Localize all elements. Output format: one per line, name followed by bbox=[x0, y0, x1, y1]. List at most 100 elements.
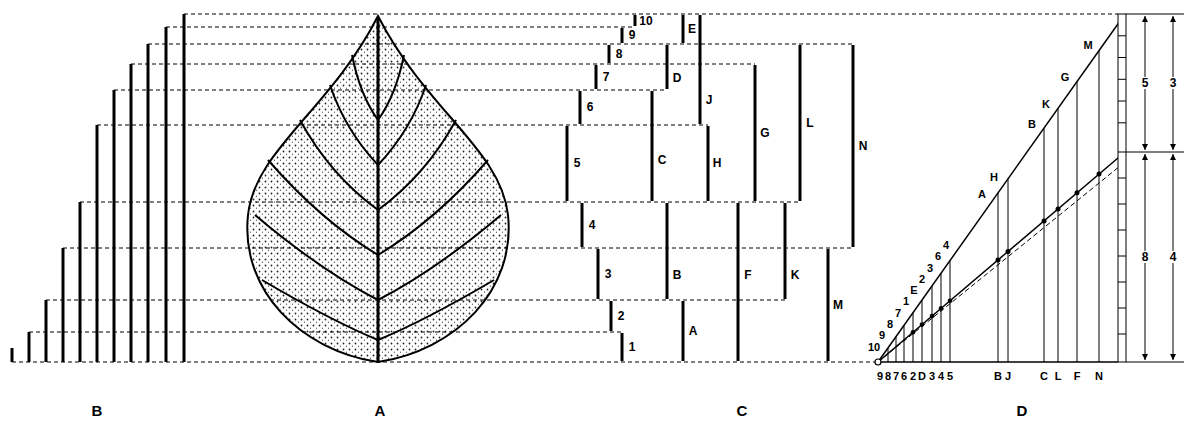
base-label: C bbox=[1039, 371, 1049, 382]
projection-label: M bbox=[1082, 40, 1093, 51]
height-bars bbox=[12, 14, 184, 362]
projection-label: B bbox=[1027, 118, 1037, 129]
scale-ruler bbox=[1118, 256, 1126, 257]
leaf-illustration bbox=[247, 16, 508, 362]
segment-label: 10 bbox=[638, 15, 653, 27]
level-lines bbox=[46, 300, 785, 301]
segment-label: G bbox=[759, 127, 770, 139]
projection-construction bbox=[911, 172, 1102, 335]
dimension-lines bbox=[1126, 362, 1184, 363]
scale-ruler bbox=[1118, 79, 1126, 80]
height-bars bbox=[147, 44, 150, 362]
projection-construction bbox=[998, 193, 999, 362]
projection-label: 3 bbox=[926, 262, 934, 273]
base-label: 9 bbox=[876, 371, 884, 382]
projection-construction bbox=[1008, 179, 1009, 362]
dimension-label: 5 bbox=[1141, 77, 1150, 89]
projection-construction bbox=[950, 261, 951, 362]
projection-label: H bbox=[989, 172, 999, 183]
height-bars bbox=[79, 202, 82, 362]
base-label: 2 bbox=[909, 371, 917, 382]
base-label: 6 bbox=[900, 371, 908, 382]
leaf-illustration bbox=[255, 215, 378, 300]
segment-label: C bbox=[657, 154, 668, 166]
projection-label: K bbox=[1041, 99, 1051, 110]
scale-ruler bbox=[1118, 308, 1126, 309]
projection-construction bbox=[930, 314, 935, 319]
level-lines bbox=[12, 362, 878, 363]
length-segments bbox=[827, 249, 830, 361]
height-bars bbox=[96, 125, 99, 362]
height-bars bbox=[113, 90, 116, 362]
length-segments bbox=[754, 65, 757, 201]
projection-construction bbox=[880, 51, 1099, 362]
projection-label: E bbox=[909, 285, 918, 296]
projection-construction bbox=[1075, 190, 1080, 195]
projection-construction bbox=[920, 322, 925, 327]
base-label: N bbox=[1094, 371, 1104, 382]
segment-label: F bbox=[743, 269, 752, 281]
projection-construction bbox=[878, 152, 1125, 362]
projection-label: 2 bbox=[918, 273, 926, 284]
leaf-illustration bbox=[262, 280, 378, 340]
leaf-illustration bbox=[378, 55, 404, 120]
level-lines bbox=[12, 14, 1118, 362]
length-segments bbox=[666, 45, 669, 89]
segment-label: J bbox=[705, 94, 714, 106]
projection-construction bbox=[1044, 128, 1045, 362]
height-bars bbox=[45, 300, 48, 362]
projection-label: G bbox=[1060, 72, 1071, 83]
length-segments bbox=[621, 333, 624, 361]
length-segments bbox=[682, 301, 685, 361]
projection-construction bbox=[896, 337, 897, 362]
projection-construction bbox=[1006, 249, 1011, 254]
scale-ruler bbox=[1118, 14, 1126, 362]
dimension-lines bbox=[1126, 14, 1184, 15]
projection-construction bbox=[1042, 218, 1047, 223]
length-segments bbox=[784, 203, 787, 299]
length-segments bbox=[608, 45, 611, 63]
scale-ruler bbox=[1118, 152, 1126, 153]
leaf-illustration bbox=[378, 160, 488, 255]
projection-label: 1 bbox=[902, 296, 910, 307]
projection-construction bbox=[1077, 82, 1078, 362]
segment-label: D bbox=[672, 72, 683, 84]
segment-label: 8 bbox=[615, 48, 624, 60]
projection-label: A bbox=[977, 189, 987, 200]
projection-label: 6 bbox=[934, 251, 942, 262]
projection-construction bbox=[913, 313, 914, 362]
level-lines bbox=[131, 64, 755, 65]
projection-label: 7 bbox=[894, 307, 902, 318]
base-label: 7 bbox=[892, 371, 900, 382]
length-segments bbox=[595, 65, 598, 89]
leaf-illustration bbox=[378, 120, 456, 210]
segment-label: 7 bbox=[602, 71, 611, 83]
level-lines bbox=[97, 125, 708, 126]
scale-ruler bbox=[1118, 57, 1126, 58]
level-lines bbox=[29, 332, 622, 333]
length-segments bbox=[799, 45, 802, 201]
height-bars bbox=[130, 64, 133, 362]
scale-ruler bbox=[1118, 230, 1126, 231]
panel-letter: B bbox=[91, 403, 104, 418]
base-label: F bbox=[1073, 371, 1082, 382]
dimension-label: 4 bbox=[1169, 251, 1178, 263]
scale-ruler bbox=[1118, 14, 1126, 362]
level-lines bbox=[80, 202, 800, 203]
height-bars bbox=[62, 248, 65, 362]
height-bars bbox=[11, 348, 14, 362]
leaf-illustration bbox=[377, 18, 380, 362]
leaf-illustration bbox=[378, 280, 494, 340]
base-label: 3 bbox=[928, 371, 936, 382]
dimension-lines bbox=[1126, 14, 1184, 362]
projection-construction bbox=[878, 14, 1125, 362]
segment-label: E bbox=[687, 23, 697, 35]
leaf-illustration bbox=[300, 120, 378, 210]
projection-construction bbox=[948, 299, 953, 304]
height-bars bbox=[183, 14, 186, 362]
level-lines bbox=[114, 90, 667, 91]
length-segments bbox=[581, 203, 584, 247]
